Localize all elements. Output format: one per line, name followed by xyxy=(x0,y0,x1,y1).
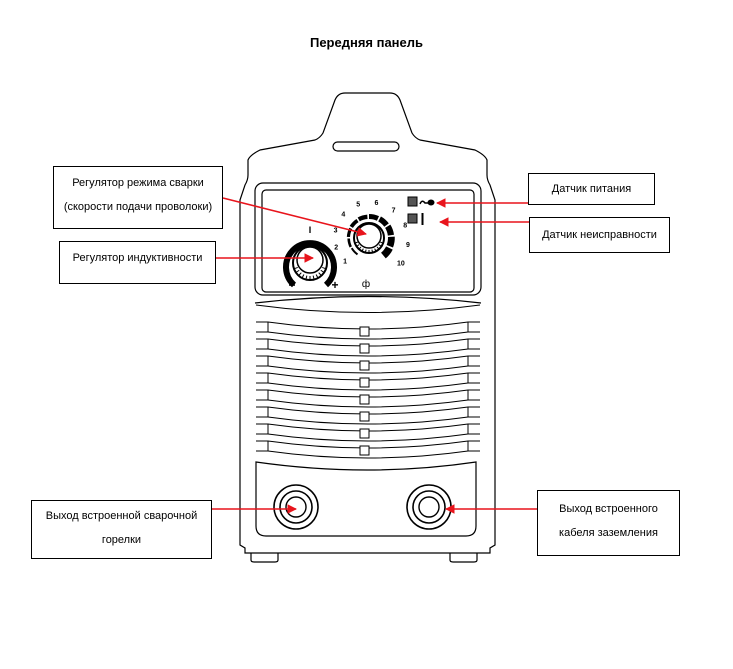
vent-slat-edge xyxy=(256,365,480,374)
thermometer-icon xyxy=(421,213,424,225)
knob-ridge xyxy=(295,269,300,273)
scale-segment xyxy=(347,238,352,248)
vent-slat-edge xyxy=(256,433,480,442)
knob-ridge xyxy=(318,272,322,276)
knob-ridge xyxy=(378,244,382,247)
vent-rib xyxy=(359,377,370,388)
scale-segment xyxy=(378,216,389,227)
knob-ridge xyxy=(374,248,377,252)
knob-ridge xyxy=(322,266,327,270)
callout-fault-sensor: Датчик неисправности xyxy=(529,217,670,253)
scale-segment xyxy=(385,224,394,236)
vent-top-curve xyxy=(255,304,481,313)
callout-torch-output: Выход встроенной сварочной горелки xyxy=(31,500,212,559)
scale-number: 10 xyxy=(397,261,405,268)
callout-power-sensor: Датчик питания xyxy=(528,173,655,205)
scale-segment xyxy=(386,236,395,248)
wire-speed-knob: 1 2 3 4 5 6 7 8 9 10 ф xyxy=(334,200,410,290)
callout-wire-speed-regulator: Регулятор режима сварки (скорости подачи… xyxy=(53,166,223,229)
control-panel-inner xyxy=(261,189,475,293)
vent-rib xyxy=(359,411,370,422)
foot-right xyxy=(449,553,478,563)
knob-ridge xyxy=(364,249,367,253)
scale-number: 3 xyxy=(334,227,338,234)
vent-slat-edge xyxy=(256,450,480,459)
knob-ridge xyxy=(298,272,302,276)
vent-rib xyxy=(359,343,370,354)
scale-number: 7 xyxy=(392,207,396,214)
scale-number: 6 xyxy=(374,200,378,207)
knob-ridge xyxy=(376,246,380,250)
callout-text-line: горелки xyxy=(101,534,142,546)
callout-text: Датчик неисправности xyxy=(542,229,657,241)
fault-indicator xyxy=(407,213,424,225)
power-plug-icon xyxy=(419,200,428,205)
vent-slat-edge xyxy=(256,382,480,391)
vent-slat-edge xyxy=(256,399,480,408)
callout-text-line: Регулятор режима сварки xyxy=(72,177,204,189)
knob-ridge xyxy=(312,275,315,280)
knob-ridge xyxy=(320,269,325,273)
scale-segment xyxy=(346,227,353,238)
knob-ridge xyxy=(354,241,358,244)
scale-segment xyxy=(350,247,359,256)
scale-segment xyxy=(357,214,368,222)
vent-slat-edge xyxy=(256,348,480,357)
page-title: Передняя панель xyxy=(309,35,424,50)
callout-text-line: кабеля заземления xyxy=(559,527,658,539)
callout-arrows xyxy=(212,197,537,514)
foot-left xyxy=(250,553,279,563)
callout-inductance-regulator: Регулятор индуктивности xyxy=(59,241,216,284)
knob-ridge xyxy=(305,275,308,280)
wire-speed-symbol: ф xyxy=(362,278,370,290)
control-panel-outer xyxy=(254,182,482,296)
power-indicator-lamp xyxy=(407,196,418,207)
fault-indicator-lamp xyxy=(407,213,418,224)
inductance-minus-label: − xyxy=(288,278,295,292)
callout-text-line: (скорости подачи проволоки) xyxy=(63,201,213,213)
power-indicator xyxy=(407,196,435,207)
callout-text-line: Выход встроенного xyxy=(559,503,658,515)
knob-ridge xyxy=(371,249,374,253)
callout-ground-output: Выход встроенного кабеля заземления xyxy=(537,490,680,556)
vent-rib xyxy=(359,394,370,405)
vent-grille xyxy=(255,304,481,459)
scale-segment xyxy=(368,214,380,221)
vent-slat-edge xyxy=(256,416,480,425)
panel-bottom-curve xyxy=(254,295,482,304)
scale-number: 1 xyxy=(343,259,347,266)
knob-ridge xyxy=(361,248,364,252)
scale-number: 8 xyxy=(403,223,407,230)
callout-text: Регулятор индуктивности xyxy=(72,252,203,264)
torch-output-socket xyxy=(273,484,319,530)
vent-rib xyxy=(359,445,370,456)
output-panel xyxy=(255,461,477,537)
callout-text-line: Выход встроенной сварочной xyxy=(45,510,198,522)
scale-number: 5 xyxy=(356,201,360,208)
vent-rib xyxy=(359,326,370,337)
knob-ridge xyxy=(301,274,305,279)
welder-body xyxy=(239,92,496,563)
scale-number: 2 xyxy=(334,244,338,251)
ground-output-socket xyxy=(406,484,452,530)
handle-top xyxy=(239,92,496,554)
callout-text: Датчик питания xyxy=(551,183,632,195)
handle-slot xyxy=(332,141,400,152)
scale-segment xyxy=(349,218,359,229)
inductance-plus-label: + xyxy=(331,278,338,292)
scale-segment xyxy=(380,246,393,259)
vent-rib xyxy=(359,428,370,439)
knob-ridge xyxy=(315,274,319,279)
knob-ridge xyxy=(380,241,384,244)
knob-ridge xyxy=(293,266,298,270)
knob-ridge xyxy=(356,244,360,247)
vent-rib xyxy=(359,360,370,371)
knob-ridge xyxy=(358,246,362,250)
scale-number: 4 xyxy=(341,212,345,219)
vent-slat-edge xyxy=(256,331,480,340)
inductance-top-symbol: I xyxy=(309,225,312,235)
arrow-wire-speed xyxy=(222,197,367,237)
scale-number: 9 xyxy=(406,242,410,249)
